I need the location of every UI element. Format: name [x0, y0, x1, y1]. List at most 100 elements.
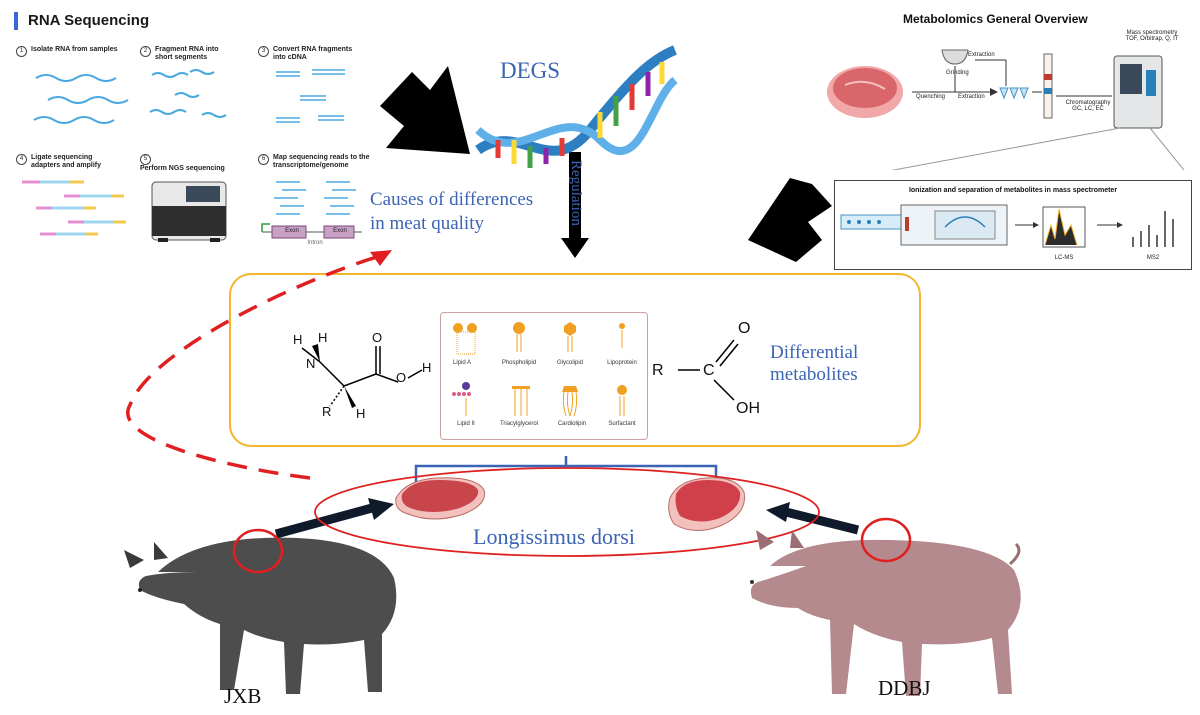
lipid-icons — [452, 322, 627, 417]
step-label: Map sequencing reads to the transcriptom… — [273, 154, 370, 169]
mass-spectrometer-icon — [1113, 55, 1163, 129]
arrow-metabolomics-to-center — [748, 178, 832, 262]
lipoprotein-icon — [619, 323, 625, 348]
acid-oh: OH — [736, 400, 760, 417]
lipid-label-5: Lipid II — [457, 421, 475, 427]
arrow-ddbj-to-meat — [784, 507, 860, 535]
rna-step-4: 4 Ligate sequencing adapters and amplify — [16, 154, 136, 170]
curly-bracket — [414, 456, 718, 482]
rna-step-2: 2 Fragment RNA into short segments — [140, 46, 250, 62]
surfactant-icon — [617, 385, 627, 416]
arrow-jxb-to-meat — [274, 503, 374, 539]
differential-line-2: metabolites — [770, 364, 858, 385]
cdna-fragments-step3 — [276, 69, 345, 123]
step-label: Convert RNA fragments into cDNA — [273, 46, 353, 61]
pig-right-label: DDBJ — [878, 676, 931, 700]
pig-right-icon — [750, 530, 1021, 696]
mapped-reads-step6 — [274, 181, 356, 215]
differential-metabolites-label: Differential metabolites — [770, 342, 858, 386]
arrow-regulation-down — [561, 152, 589, 258]
ms-title: Mass spectrometry — [1126, 30, 1178, 36]
phospholipid-icon — [513, 322, 525, 352]
rna-title-accent-bar — [14, 12, 18, 30]
carboxylic-acid-structure — [678, 339, 739, 401]
step-label: Fragment RNA into short segments — [155, 46, 219, 61]
causes-label: Causes of differences in meat quality — [370, 188, 533, 236]
causes-line-2: in meat quality — [370, 213, 484, 234]
rna-fragments-step2 — [149, 69, 227, 118]
dna-helix-icon — [475, 45, 678, 168]
lipid-panel — [440, 312, 648, 440]
adapter-reads-step4 — [22, 180, 126, 236]
step-label: Isolate RNA from samples — [31, 46, 118, 53]
lipid-label-8: Surfactant — [608, 421, 636, 427]
pig-left-label: JXB — [224, 684, 262, 708]
acid-c: C — [703, 362, 715, 379]
lipid-label-6: Triacylglycerol — [499, 421, 539, 427]
tubes-icon — [999, 87, 1029, 100]
amino-h1: H — [293, 332, 303, 347]
meat-right-icon — [668, 477, 745, 531]
ms-label: Mass spectrometry TOF, Orbitrap, Q, IT — [1112, 30, 1192, 42]
step-number: 2 — [140, 46, 151, 57]
step-label: Perform NGS sequencing — [140, 165, 225, 172]
chromatography-text: Chromatography — [1065, 100, 1111, 106]
amino-o-mid: O — [396, 370, 407, 385]
extraction-top-label: Extraction — [968, 52, 995, 58]
rna-sequencing-title: RNA Sequencing — [28, 12, 150, 29]
step-label: Ligate sequencing adapters and amplify — [31, 154, 102, 169]
ms-types: TOF, Orbitrap, Q, IT — [1125, 36, 1179, 42]
step-number: 6 — [258, 154, 269, 165]
dashed-arrowhead — [370, 250, 392, 266]
gene-structure-icon — [261, 223, 362, 239]
ngs-sequencer-icon — [151, 181, 227, 242]
grinding-label: Grinding — [946, 70, 969, 76]
glycolipid-icon — [564, 322, 576, 352]
amino-acid-structure — [301, 344, 423, 408]
ms2-label: MS2 — [1146, 255, 1160, 261]
arrow-rna-to-degs — [380, 66, 470, 154]
step-number: 3 — [258, 46, 269, 57]
lipid-a-icon — [453, 323, 477, 355]
amino-h-bottom: H — [356, 406, 366, 421]
ionization-panel: Ionization and separation of metabolites… — [834, 180, 1192, 270]
ionization-title: Ionization and separation of metabolites… — [908, 187, 1118, 194]
acid-o: O — [738, 320, 751, 337]
lipid-label-7: Cardiolipin — [557, 421, 587, 427]
lipid-label-2: Phospholipid — [501, 360, 537, 366]
lipid-label-1: Lipid A — [452, 360, 471, 366]
quenching-label: Quenching — [916, 94, 946, 100]
pig-left-marker — [232, 528, 284, 574]
amino-oh-h: H — [422, 360, 432, 375]
chromatography-label: Chromatography GC, LC, EC — [1060, 100, 1116, 112]
rna-illustrations — [22, 69, 362, 242]
metabolomics-title: Metabolomics General Overview — [903, 12, 1088, 26]
amino-r: R — [322, 404, 332, 419]
differential-line-1: Differential — [770, 342, 859, 363]
rna-step-3: 3 Convert RNA fragments into cDNA — [258, 46, 368, 62]
lipid-label-4: Lipoprotein — [607, 360, 637, 366]
column-icon — [1043, 53, 1053, 119]
ionization-diagram — [840, 204, 1174, 248]
dashed-causal-curve — [126, 254, 381, 480]
metabolomics-workflow — [827, 49, 1185, 170]
acid-r: R — [652, 362, 664, 379]
amino-h2: H — [318, 330, 328, 345]
mortar-icon — [941, 49, 969, 65]
extraction-bottom-label: Extraction — [958, 94, 985, 100]
cardiolipin-icon — [562, 386, 578, 417]
degs-label: DEGS — [500, 58, 561, 83]
exon-label-1: Exon — [285, 228, 299, 234]
amino-n: N — [306, 356, 316, 371]
step-number: 4 — [16, 154, 27, 165]
amino-o-top: O — [372, 330, 383, 345]
lcms-label: LC-MS — [1054, 255, 1074, 261]
intron-label: Intron — [307, 240, 323, 246]
rna-step-6: 6 Map sequencing reads to the transcripto… — [258, 154, 378, 170]
pig-left-icon — [124, 537, 397, 694]
meat-left-icon — [395, 477, 486, 520]
